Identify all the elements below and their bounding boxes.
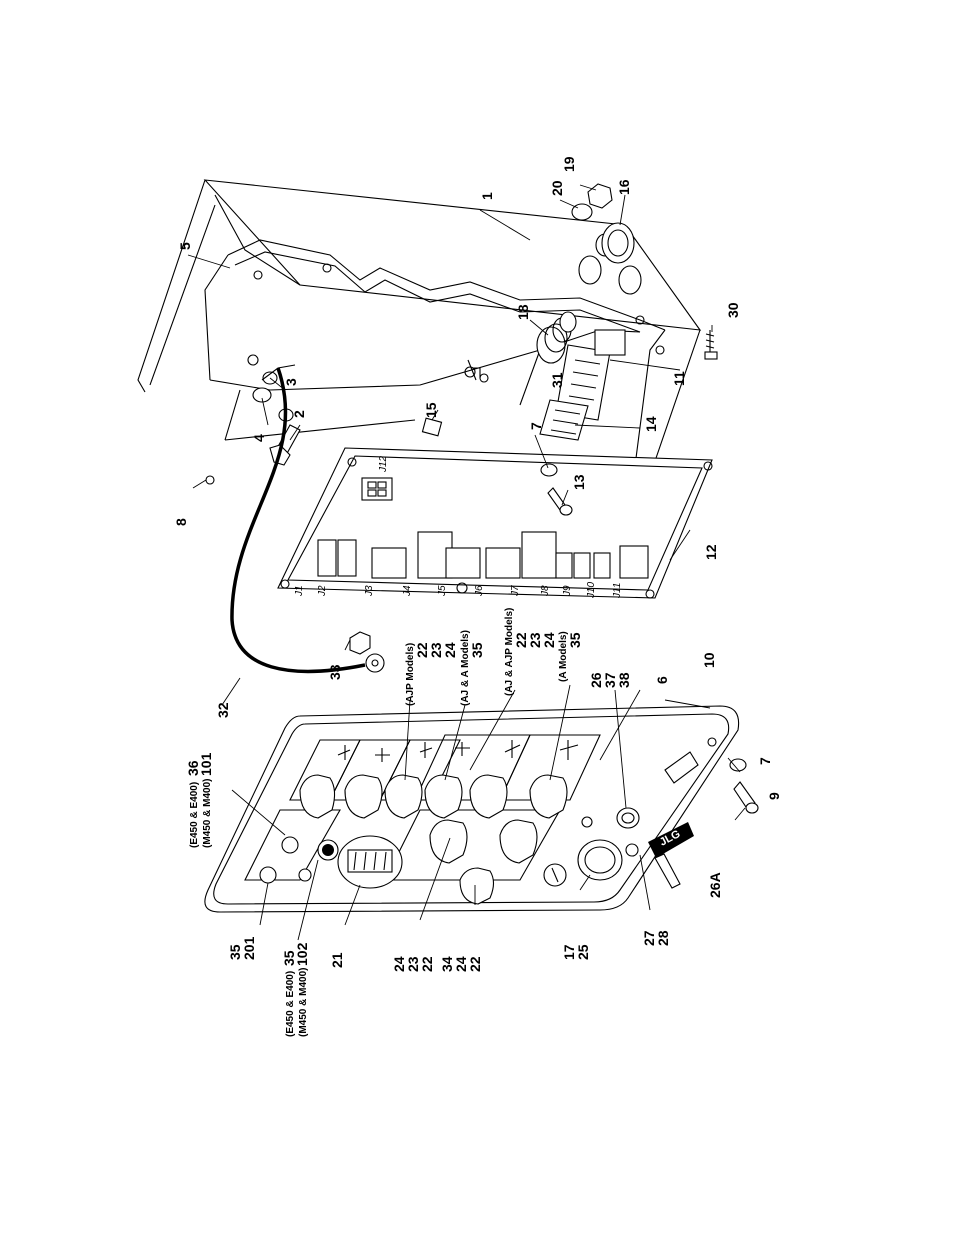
callout-7a: 7: [528, 422, 544, 430]
callout-15: 15: [423, 402, 439, 418]
ring-terminal-33: [349, 631, 385, 673]
connector-j3: J3: [364, 585, 375, 597]
callout-12: 12: [703, 544, 719, 560]
note-m450-m400-b: (M450 & M400): [298, 968, 309, 1037]
callout-24b: 24: [453, 956, 469, 972]
callout-22d: 22: [513, 632, 529, 648]
callout-20: 20: [549, 180, 565, 196]
screw-30: [704, 330, 718, 360]
callout-4: 4: [251, 434, 267, 442]
connector-j4: J4: [402, 585, 413, 597]
connector-j6: J6: [474, 585, 485, 597]
callout-26a: 26A: [707, 872, 723, 898]
callout-22b: 22: [467, 956, 483, 972]
callout-24a: 24: [391, 956, 407, 972]
callout-22a: 22: [419, 956, 435, 972]
callout-17: 17: [561, 944, 577, 960]
terminal-strip-14: [539, 399, 589, 441]
leader-lines: [187, 184, 746, 941]
note-aj-ajp-models: (AJ & AJP Models): [504, 608, 515, 696]
callout-7b: 7: [757, 757, 773, 765]
callout-34: 34: [439, 956, 455, 972]
connector-j10: J10: [586, 581, 597, 599]
callout-8: 8: [173, 518, 189, 526]
callout-37: 37: [602, 672, 618, 688]
callout-36: 36: [185, 760, 201, 776]
callout-2: 2: [291, 410, 307, 418]
callout-19: 19: [561, 156, 577, 172]
callout-18: 18: [515, 304, 531, 320]
note-a-models: (A Models): [558, 631, 569, 682]
connector-j8: J8: [540, 585, 551, 597]
callout-33: 33: [327, 664, 343, 680]
connector-j9: J9: [562, 585, 573, 597]
note-m450-m400-a: (M450 & M400): [202, 779, 213, 848]
grommet-18: [536, 311, 577, 364]
callout-25: 25: [575, 944, 591, 960]
callout-32: 32: [215, 702, 231, 718]
callout-102: 102: [294, 942, 310, 966]
callout-labels: 1 2 3 4 5 6 7 7 8 9 10 11 12 13 14 15 16…: [173, 156, 782, 1037]
ground-wire-32: [230, 367, 366, 674]
callout-201: 201: [241, 936, 257, 960]
callout-26: 26: [588, 672, 604, 688]
callout-16: 16: [616, 179, 632, 195]
connector-j1: J1: [294, 585, 305, 597]
callout-1: 1: [479, 192, 495, 200]
callout-13: 13: [571, 474, 587, 490]
callout-31: 31: [549, 372, 565, 388]
callout-23a: 23: [405, 956, 421, 972]
control-panel: JLG: [204, 705, 759, 913]
callout-21: 21: [329, 952, 345, 968]
connector-j5: J5: [437, 585, 448, 597]
callout-38: 38: [616, 672, 632, 688]
callout-6: 6: [654, 676, 670, 684]
callout-24d: 24: [541, 632, 557, 648]
callout-35d: 35: [567, 632, 583, 648]
callout-5: 5: [177, 242, 193, 250]
clip-15: [421, 417, 443, 437]
callout-27: 27: [641, 930, 657, 946]
callout-23d: 23: [527, 632, 543, 648]
nut-19: [587, 183, 613, 209]
callout-14: 14: [643, 416, 659, 432]
callout-23c: 23: [428, 642, 444, 658]
note-e450-e400-a: (E450 & E400): [189, 782, 200, 848]
callout-35b: 35: [281, 950, 297, 966]
connector-j7: J7: [510, 585, 521, 597]
callout-3: 3: [283, 378, 299, 386]
callout-28: 28: [655, 930, 671, 946]
callout-10: 10: [701, 652, 717, 668]
callout-35a: 35: [227, 944, 243, 960]
callout-30: 30: [725, 302, 741, 318]
note-aj-a-models: (AJ & A Models): [460, 630, 471, 706]
callout-35c: 35: [469, 642, 485, 658]
connector-labels: J1 J2 J3 J4 J5 J6 J7 J8 J9 J10 J11 J12: [294, 455, 623, 599]
note-e450-e400-b: (E450 & E400): [285, 971, 296, 1037]
callout-22c: 22: [414, 642, 430, 658]
connector-j12: J12: [378, 455, 389, 473]
connector-j2: J2: [317, 585, 328, 597]
note-ajp-models: (AJP Models): [405, 643, 416, 706]
callout-24c: 24: [442, 642, 458, 658]
callout-101: 101: [198, 752, 214, 776]
cable-gland-16: [601, 222, 635, 264]
circuit-board: [277, 447, 713, 599]
terminal-strip-11: [555, 329, 626, 421]
callout-11: 11: [671, 371, 687, 386]
connector-j11: J11: [612, 583, 623, 599]
callout-9: 9: [766, 792, 782, 800]
